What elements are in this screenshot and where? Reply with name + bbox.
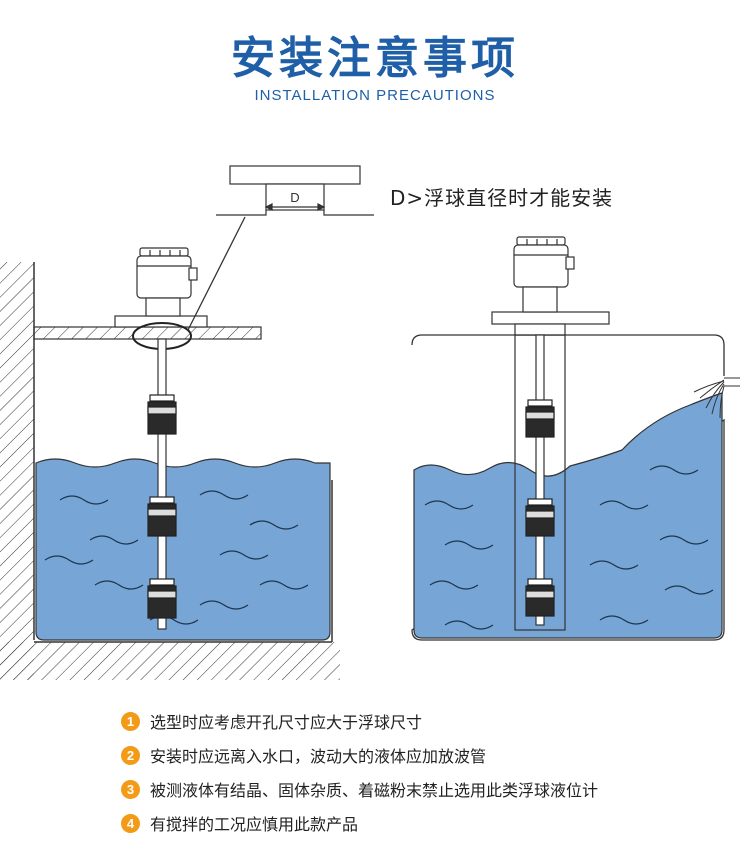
list-item: 3 被测液体有结晶、固体杂质、着磁粉末禁止选用此类浮球液位计 xyxy=(121,772,598,806)
list-item: 2 安装时应远离入水口，波动大的液体应加放波管 xyxy=(121,738,598,772)
diameter-note: D>浮球直径时才能安装 xyxy=(390,186,614,210)
list-item-text: 被测液体有结晶、固体杂质、着磁粉末禁止选用此类浮球液位计 xyxy=(150,781,599,800)
page-subtitle: INSTALLATION PRECAUTIONS xyxy=(254,87,496,104)
mounting-plate xyxy=(33,326,262,340)
number-badge: 1 xyxy=(121,711,140,731)
number-badge: 2 xyxy=(121,745,140,765)
left-tank xyxy=(0,247,340,680)
left-wall-hatch xyxy=(0,262,34,680)
left-water xyxy=(35,458,331,641)
right-water xyxy=(413,392,723,639)
d-label: D xyxy=(290,190,299,205)
right-tank xyxy=(411,236,740,641)
page-title: 安装注意事项 xyxy=(231,33,519,84)
left-floats xyxy=(147,394,177,619)
number-badge: 3 xyxy=(121,779,140,799)
list-item: 4 有搅拌的工况应慎用此款产品 xyxy=(121,806,598,840)
list-item-text: 安装时应远离入水口，波动大的液体应加放波管 xyxy=(150,747,487,766)
right-floats xyxy=(525,399,555,617)
right-tank-outline xyxy=(411,334,725,641)
floor-hatch xyxy=(0,642,340,680)
precautions-list: 1 选型时应考虑开孔尺寸应大于浮球尺寸 2 安装时应远离入水口，波动大的液体应加… xyxy=(121,704,598,840)
list-item-text: 有搅拌的工况应慎用此款产品 xyxy=(150,815,359,834)
list-item-text: 选型时应考虑开孔尺寸应大于浮球尺寸 xyxy=(150,713,423,732)
left-transmitter-head xyxy=(136,247,198,317)
d-detail xyxy=(187,165,374,331)
right-transmitter-head xyxy=(513,236,575,313)
installation-diagram: D xyxy=(0,165,740,680)
list-item: 1 选型时应考虑开孔尺寸应大于浮球尺寸 xyxy=(121,704,598,738)
inlet-spray xyxy=(693,377,740,419)
number-badge: 4 xyxy=(121,813,140,833)
